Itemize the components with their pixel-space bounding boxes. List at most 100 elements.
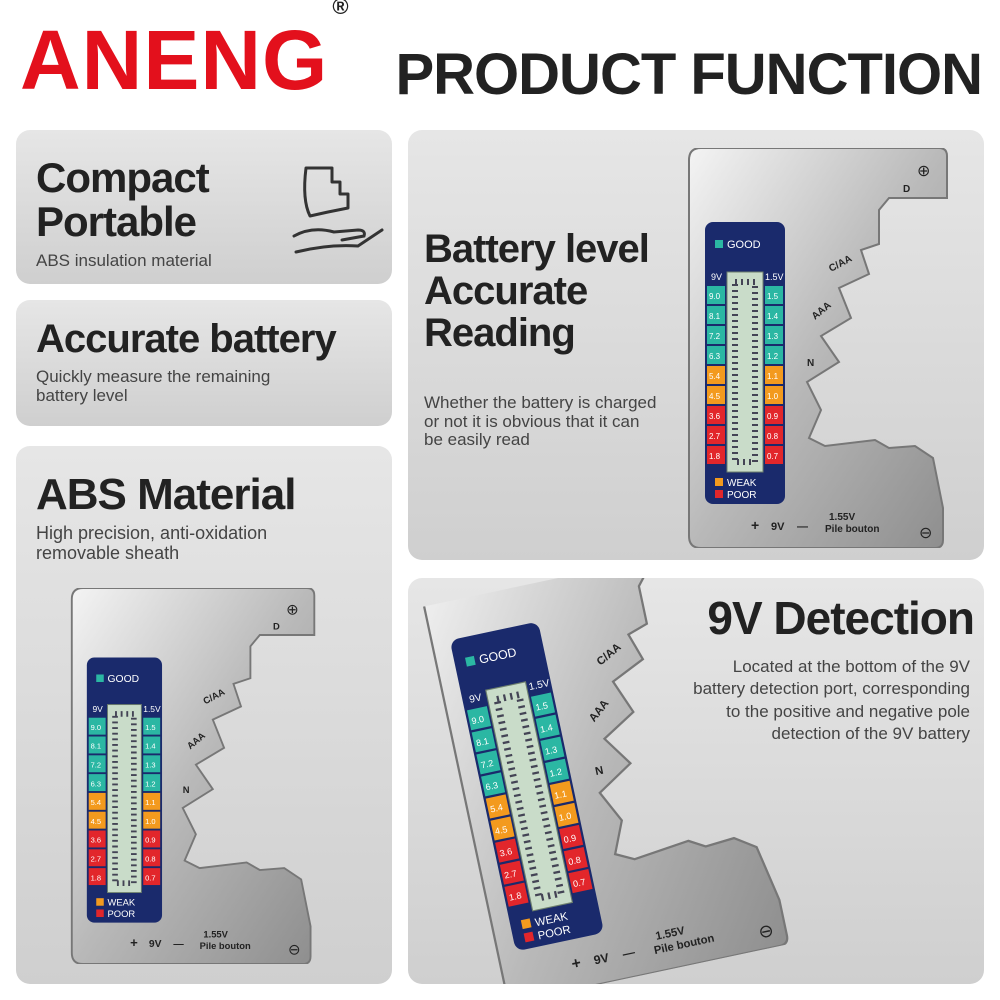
scale-value: 7.2 xyxy=(91,761,101,770)
scale-cell xyxy=(707,446,725,464)
scale-value: 1.4 xyxy=(767,312,779,321)
good-legend: GOOD xyxy=(96,674,139,685)
feature-title-line: Reading xyxy=(424,311,576,355)
scale-cell xyxy=(707,326,725,344)
scale-cell xyxy=(563,846,588,872)
feature-desc: Whether the battery is charged or not it… xyxy=(424,393,656,450)
feature-card-accurate: Accurate battery Quickly measure the rem… xyxy=(16,300,392,426)
scale-value: 1.3 xyxy=(145,761,155,770)
scale-value: 1.4 xyxy=(145,742,155,751)
scale-cell xyxy=(88,774,106,792)
scale-cell xyxy=(88,792,106,810)
scale-rows: 9.01.58.11.47.21.36.31.25.41.14.51.03.60… xyxy=(466,692,593,907)
scale-value: 1.5 xyxy=(767,292,779,301)
plus-sign: + xyxy=(130,935,138,950)
scale-cell xyxy=(707,406,725,424)
scale-cell xyxy=(707,286,725,304)
scale-value: 1.0 xyxy=(767,392,779,401)
scale-value: 1.1 xyxy=(145,798,155,807)
scale-value: 1.2 xyxy=(767,352,779,361)
scale-value: 1.1 xyxy=(767,372,779,381)
weak-label: WEAK xyxy=(727,478,757,489)
scale-value: 1.2 xyxy=(549,766,563,778)
scale-value: 3.6 xyxy=(499,846,513,858)
scale-cell xyxy=(143,868,161,886)
scale-value: 1.3 xyxy=(544,744,558,756)
label-9v-port: 9V xyxy=(593,950,611,967)
scale-value: 5.4 xyxy=(709,372,721,381)
scale-cell xyxy=(707,306,725,324)
logo-text: ANENG xyxy=(20,13,329,107)
feature-title-line: Compact xyxy=(36,154,210,201)
scale-value: 9.0 xyxy=(709,292,721,301)
good-label: GOOD xyxy=(727,239,761,251)
scale-value: 0.7 xyxy=(767,452,779,461)
good-legend: GOOD xyxy=(715,239,761,251)
feature-card-abs: ABS Material High precision, anti-oxidat… xyxy=(16,446,392,984)
feature-title: Battery level Accurate Reading xyxy=(424,228,650,355)
scale-value: 4.5 xyxy=(709,392,721,401)
plus-sign: + xyxy=(751,517,759,533)
scale-value: 1.0 xyxy=(558,811,572,823)
scale-header-9v: 9V xyxy=(468,692,483,705)
scale-cell xyxy=(559,824,584,850)
poor-label: POOR xyxy=(108,908,136,919)
scale-cell xyxy=(143,736,161,754)
weak-legend: WEAK POOR xyxy=(96,897,136,919)
feature-desc-line: or not it is obvious that it can xyxy=(424,411,640,431)
tester-meter-bars xyxy=(492,690,566,902)
scale-header-1-5v: 1.5V xyxy=(765,272,784,282)
feature-desc: ABS insulation material xyxy=(36,251,212,270)
label-n: N xyxy=(183,784,190,795)
scale-cell xyxy=(143,849,161,867)
scale-value: 0.8 xyxy=(145,855,155,864)
hand-holding-device-icon xyxy=(292,166,384,254)
scale-cell xyxy=(471,728,496,753)
registered-mark: ® xyxy=(332,0,350,19)
scale-value: 2.7 xyxy=(91,855,101,864)
page-headline: PRODUCT FUNCTION xyxy=(395,42,983,107)
scale-cell xyxy=(88,717,106,735)
scale-cell xyxy=(765,406,783,424)
scale-value: 0.8 xyxy=(767,432,779,441)
label-9v-port: 9V xyxy=(149,939,162,950)
feature-desc-line: to the positive and negative pole xyxy=(726,701,970,721)
scale-cell xyxy=(765,446,783,464)
scale-value: 1.1 xyxy=(553,788,567,800)
scale-value: 1.2 xyxy=(145,779,155,788)
scale-value: 5.4 xyxy=(489,802,503,814)
label-1-55v: 1.55V xyxy=(203,929,228,940)
scale-cell xyxy=(765,306,783,324)
scale-cell xyxy=(88,755,106,773)
scale-cell xyxy=(504,882,529,907)
brand-logo: ANENG® xyxy=(20,0,350,102)
scale-cell xyxy=(88,736,106,754)
scale-value: 6.3 xyxy=(485,780,499,792)
scale-cell xyxy=(490,816,515,841)
feature-title: Accurate battery xyxy=(36,317,337,361)
feature-desc-line: be easily read xyxy=(424,430,530,450)
minus-sign: — xyxy=(797,521,808,533)
plus-sign: + xyxy=(570,955,583,974)
feature-title: ABS Material xyxy=(36,470,296,519)
scale-cell xyxy=(545,758,570,783)
scale-value: 0.9 xyxy=(145,836,155,845)
scale-cell xyxy=(143,755,161,773)
scale-cell xyxy=(485,794,510,819)
minus-terminal-icon: ⊖ xyxy=(288,942,301,959)
scale-value: 0.7 xyxy=(572,877,586,889)
scale-header-1-5v: 1.5V xyxy=(528,678,551,693)
scale-value: 1.5 xyxy=(145,723,155,732)
scale-cell xyxy=(466,706,492,731)
scale-cell xyxy=(476,750,501,775)
weak-legend: WEAK POOR xyxy=(715,478,757,501)
scale-cell xyxy=(765,286,783,304)
weak-legend: WEAK POOR xyxy=(520,911,572,942)
feature-desc: Located at the bottom of the 9V battery … xyxy=(693,656,970,746)
label-1-55v: 1.55V xyxy=(829,512,855,523)
